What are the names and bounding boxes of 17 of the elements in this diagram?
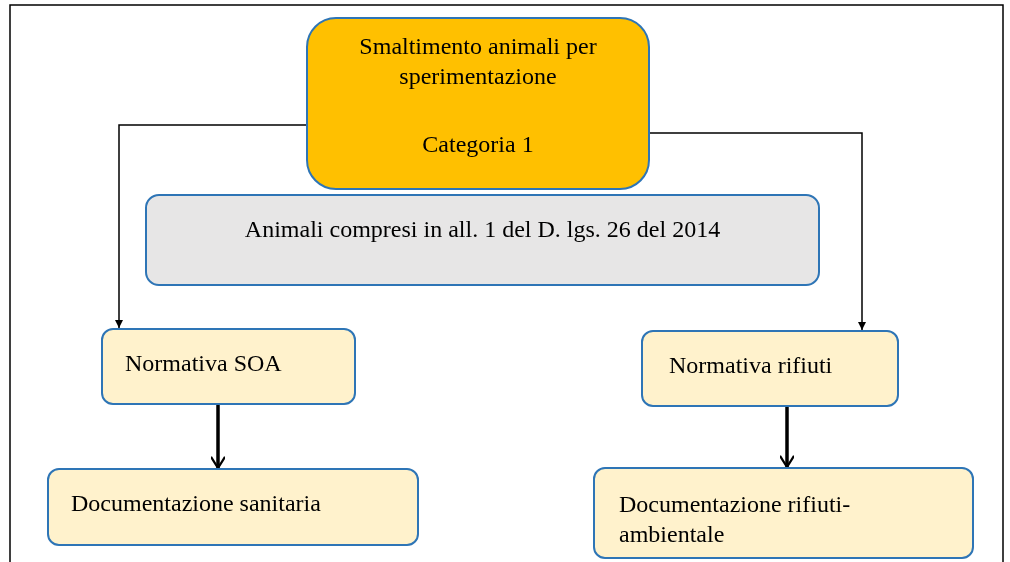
box-subtitle: Categoria 1 <box>421 130 535 159</box>
process-box <box>641 330 899 407</box>
arrow <box>115 124 307 329</box>
box-label: Documentazione rifiuti-ambientale <box>619 490 852 549</box>
arrow <box>209 405 227 470</box>
box-label: Normativa SOA <box>125 349 283 378</box>
box-label: Animali compresi in all. 1 del D. lgs. 26 del 2014 <box>243 215 722 244</box>
process-box <box>145 194 820 286</box>
process-box <box>47 468 419 546</box>
box-label: Normativa rifiuti <box>669 351 834 380</box>
process-box <box>306 17 650 190</box>
process-box <box>101 328 356 405</box>
box-label: Smaltimento animali per sperimentazione <box>358 32 598 91</box>
box-label: Documentazione sanitaria <box>71 489 322 518</box>
process-box <box>593 467 974 559</box>
arrow <box>778 407 796 469</box>
arrow <box>649 132 866 331</box>
